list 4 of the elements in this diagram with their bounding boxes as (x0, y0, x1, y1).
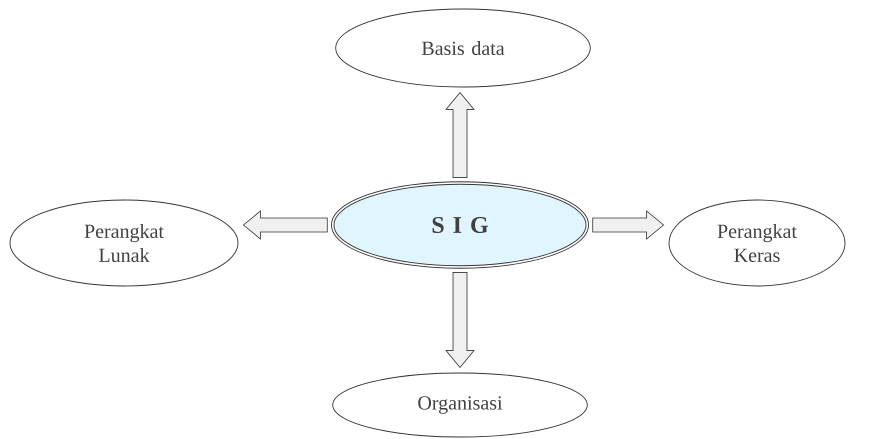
block-arrow (242, 210, 328, 240)
block-arrow (592, 210, 664, 240)
block-arrow (445, 92, 475, 178)
block-arrow (445, 272, 475, 368)
